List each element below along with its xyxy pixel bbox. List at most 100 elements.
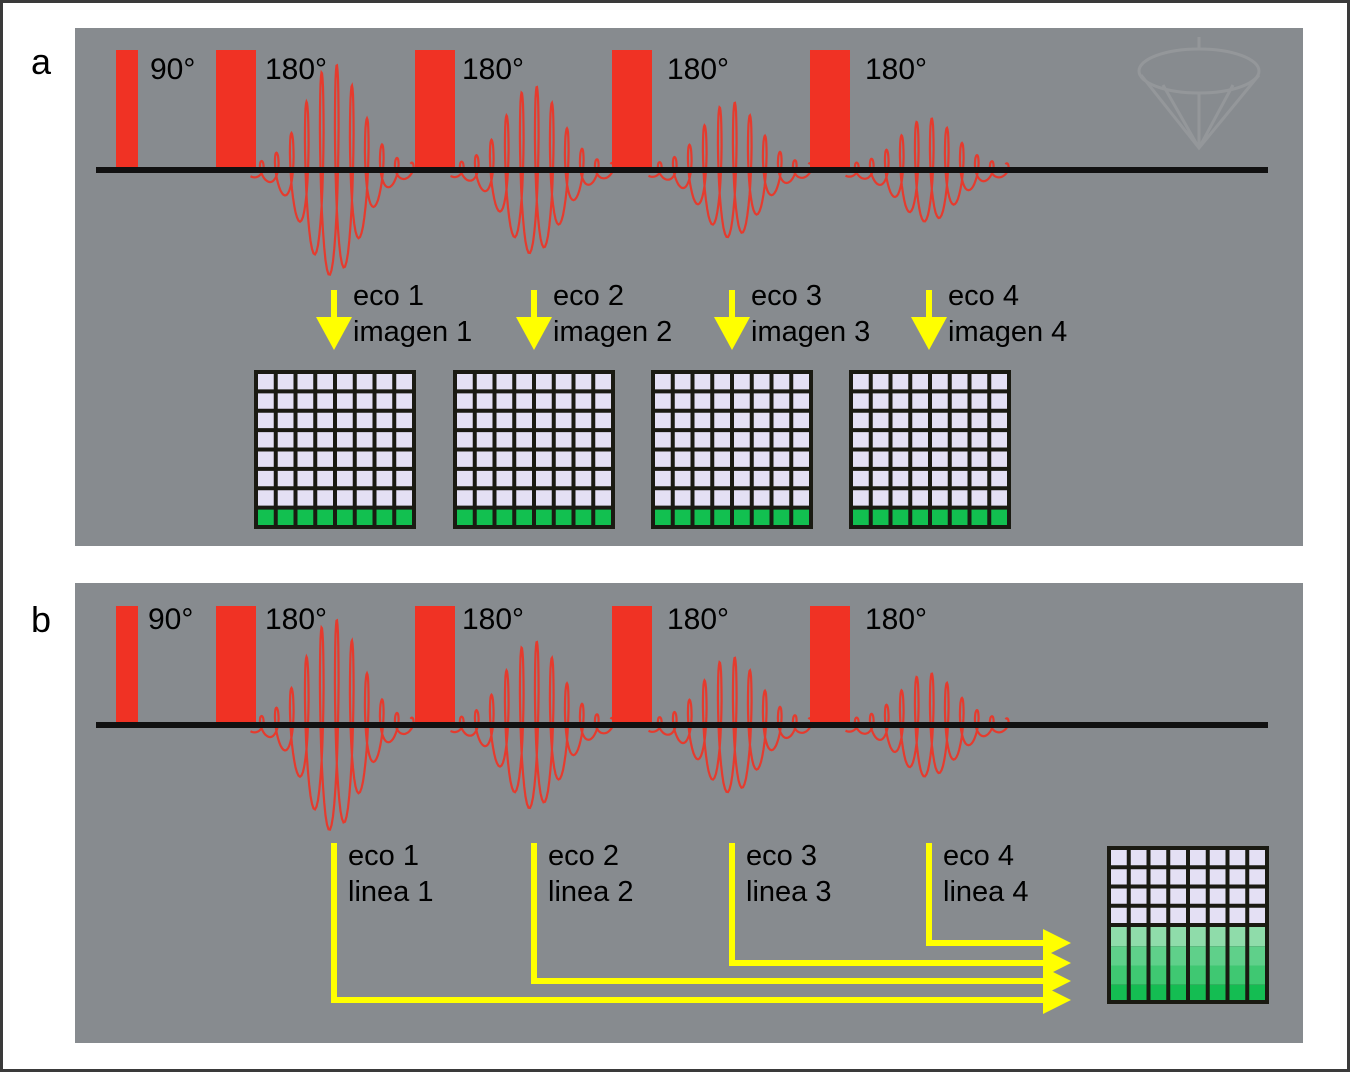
acquired-line — [872, 509, 889, 525]
acquired-line — [516, 509, 532, 525]
excitation-pulse-90 — [116, 50, 138, 168]
acquired-line — [317, 509, 333, 525]
echo-to-line-arrow — [729, 843, 1048, 966]
acquired-line — [1190, 965, 1206, 985]
acquired-line — [1130, 965, 1147, 985]
pulse-angle-label: 180° — [865, 603, 927, 636]
right-arrow-icon — [1043, 949, 1071, 977]
echo-to-line-arrow — [331, 843, 1048, 1003]
down-arrow-icon — [516, 317, 552, 350]
acquired-line — [793, 509, 809, 525]
acquired-line — [575, 509, 592, 525]
acquired-line — [396, 509, 412, 525]
pulse-sequence — [96, 50, 1268, 276]
echo-to-line-arrow — [926, 843, 1048, 946]
down-arrow-icon — [531, 290, 537, 320]
time-axis — [96, 167, 1268, 173]
down-arrow-icon — [714, 317, 750, 350]
acquired-line — [457, 509, 473, 525]
acquired-line — [1229, 927, 1246, 947]
acquired-line — [655, 509, 671, 525]
acquired-line — [277, 509, 294, 525]
acquired-line — [853, 509, 869, 525]
kspace-line-label: linea 1 — [348, 876, 433, 908]
acquired-line — [297, 509, 314, 525]
acquired-line — [1229, 965, 1246, 985]
logo-watermark-icon — [1137, 37, 1261, 151]
refocusing-pulse-180 — [612, 50, 652, 168]
echo-label: eco 4 — [943, 840, 1014, 872]
echo-to-line-arrow — [531, 843, 1048, 984]
kspace-line-label: linea 2 — [548, 876, 633, 908]
pulse-sequence — [96, 606, 1268, 831]
echo-label: eco 1 — [353, 280, 424, 312]
image-label: imagen 3 — [751, 316, 870, 348]
acquired-line — [1170, 984, 1186, 1000]
acquired-line — [951, 509, 968, 525]
acquired-line — [337, 509, 353, 525]
right-arrow-icon — [1043, 967, 1071, 995]
acquired-line — [1111, 965, 1127, 985]
acquired-line — [1249, 965, 1265, 985]
acquired-line — [1150, 946, 1167, 966]
acquired-line — [1249, 927, 1265, 947]
k-space-grid — [849, 370, 1011, 529]
acquired-line — [991, 509, 1007, 525]
pulse-angle-label: 180° — [462, 53, 524, 86]
acquired-line — [1111, 927, 1127, 947]
k-space-grid — [453, 370, 615, 529]
echo-label: eco 3 — [746, 840, 817, 872]
echo-label: eco 2 — [548, 840, 619, 872]
right-arrow-icon — [1043, 929, 1071, 957]
acquired-line — [1130, 984, 1147, 1000]
refocusing-pulse-180 — [415, 50, 455, 168]
acquired-line — [892, 509, 909, 525]
acquired-line — [694, 509, 711, 525]
k-space-grid — [1107, 846, 1269, 1004]
acquired-line — [1249, 946, 1265, 966]
acquired-line — [1170, 965, 1186, 985]
acquired-line — [1170, 927, 1186, 947]
acquired-line — [1130, 946, 1147, 966]
acquired-line — [714, 509, 730, 525]
refocusing-pulse-180 — [612, 606, 652, 723]
image-label: imagen 1 — [353, 316, 472, 348]
down-arrow-icon — [911, 317, 947, 350]
acquired-line — [1190, 946, 1206, 966]
acquired-line — [496, 509, 513, 525]
acquired-line — [773, 509, 790, 525]
image-label: imagen 4 — [948, 316, 1067, 348]
acquired-line — [1111, 984, 1127, 1000]
pulse-angle-label: 180° — [865, 53, 927, 86]
acquired-line — [376, 509, 393, 525]
kspace-line-label: linea 4 — [943, 876, 1028, 908]
acquired-line — [1130, 927, 1147, 947]
refocusing-pulse-180 — [216, 606, 256, 723]
echo-label: eco 1 — [348, 840, 419, 872]
panel-b-label: b — [31, 599, 52, 640]
down-arrow-icon — [331, 290, 337, 320]
pulse-angle-label: 90° — [150, 53, 195, 86]
acquired-line — [1190, 927, 1206, 947]
right-arrow-icon — [1043, 986, 1071, 1014]
acquired-line — [1111, 946, 1127, 966]
refocusing-pulse-180 — [810, 606, 850, 723]
k-space-grid — [254, 370, 416, 529]
pulse-angle-label: 180° — [265, 603, 327, 636]
panel-a-label: a — [31, 41, 52, 82]
refocusing-pulse-180 — [415, 606, 455, 723]
echo-label: eco 2 — [553, 280, 624, 312]
acquired-line — [1209, 965, 1226, 985]
refocusing-pulse-180 — [810, 50, 850, 168]
refocusing-pulse-180 — [216, 50, 256, 168]
acquired-line — [912, 509, 928, 525]
acquired-line — [258, 509, 274, 525]
acquired-line — [1209, 927, 1226, 947]
excitation-pulse-90 — [116, 606, 138, 723]
pulse-angle-label: 180° — [667, 603, 729, 636]
acquired-line — [1150, 965, 1167, 985]
acquired-line — [1209, 946, 1226, 966]
pulse-angle-label: 180° — [265, 53, 327, 86]
echo-label: eco 3 — [751, 280, 822, 312]
